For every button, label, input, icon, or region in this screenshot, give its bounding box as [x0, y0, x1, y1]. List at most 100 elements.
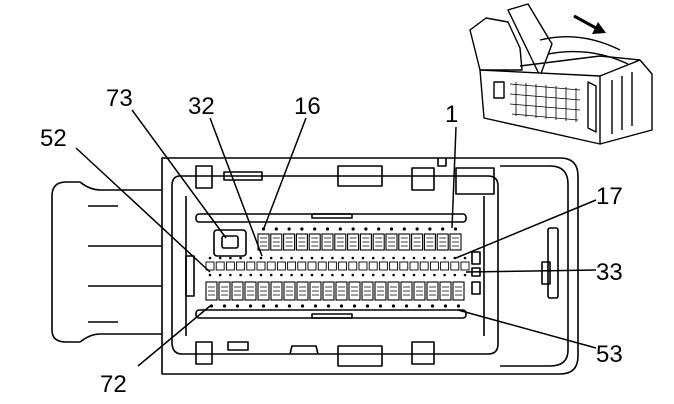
- pin-dot: [310, 273, 314, 277]
- pin-dot: [415, 227, 419, 231]
- pin-dot: [331, 273, 334, 277]
- cavity-lower-detail: [455, 286, 462, 296]
- cavity-lower-detail: [247, 286, 254, 296]
- pin-dot: [365, 304, 370, 308]
- pin-dot: [313, 227, 317, 231]
- pin-dot: [280, 256, 283, 260]
- pin-dot: [352, 304, 357, 308]
- pin-dot: [443, 256, 446, 260]
- cavity-upper-detail: [375, 237, 383, 247]
- cavity-middle: [266, 261, 276, 271]
- pin-dot: [249, 256, 253, 260]
- cavity-upper-detail: [298, 237, 306, 247]
- pin-dot: [274, 227, 278, 231]
- cavity-lower-detail: [403, 286, 410, 296]
- pin-dot: [239, 256, 242, 260]
- pin-dot: [361, 273, 365, 277]
- pin-dot: [249, 273, 253, 277]
- pin-dot: [433, 256, 436, 260]
- cavity-lower-detail: [260, 286, 267, 296]
- cavity-lower-detail: [390, 286, 397, 296]
- cavity-upper-detail: [349, 237, 357, 247]
- pin-label-32: 32: [188, 93, 215, 120]
- cavity-middle: [225, 261, 235, 271]
- pin-dot: [290, 256, 293, 260]
- cavity-upper-detail: [285, 237, 293, 247]
- cavity-lower-detail: [221, 286, 228, 296]
- pin-dot: [300, 256, 304, 260]
- cavity-upper-detail: [324, 237, 331, 247]
- cavity-middle: [358, 261, 368, 271]
- pin-label-73: 73: [106, 85, 133, 112]
- cavity-middle: [440, 261, 450, 271]
- pin-dot: [361, 256, 365, 260]
- cavity-middle: [215, 261, 225, 271]
- cavity-middle: [307, 261, 317, 271]
- pin-dot: [259, 273, 263, 277]
- pin-dot: [422, 273, 426, 277]
- pin-dot: [208, 273, 212, 277]
- pin-dot: [280, 273, 283, 277]
- leader-1: [451, 126, 457, 229]
- pin-dot: [269, 273, 273, 277]
- cavity-lower-detail: [429, 286, 436, 296]
- pin-label-52: 52: [40, 125, 67, 152]
- pin-label-16: 16: [294, 93, 321, 120]
- pin-label-33: 33: [596, 259, 623, 286]
- pin-dot: [248, 304, 253, 308]
- leader-73: [131, 109, 227, 239]
- pin-dot: [269, 256, 273, 260]
- pin-dot: [351, 273, 355, 277]
- pin-dot: [208, 256, 212, 260]
- pin-label-1: 1: [445, 101, 458, 128]
- pin-dot: [229, 273, 232, 277]
- cavity-middle: [297, 261, 307, 271]
- pin-dot: [392, 273, 395, 277]
- pin-dot: [341, 256, 344, 260]
- pin-dot: [287, 304, 292, 308]
- latch-tab: [51, 181, 162, 343]
- cavity-middle: [368, 261, 378, 271]
- cavity-middle: [327, 261, 337, 271]
- cavity-lower-detail: [442, 286, 449, 296]
- cavity-upper-detail: [362, 237, 370, 247]
- cavity-middle: [317, 261, 327, 271]
- connector-3d-inset: [469, 3, 653, 145]
- cavity-middle: [205, 261, 215, 271]
- pin-dot: [209, 304, 214, 308]
- connector-body: [51, 157, 579, 375]
- pin-dot: [412, 256, 416, 260]
- leader-lines: [75, 109, 597, 367]
- pin-dot: [235, 304, 240, 308]
- pin-dot: [463, 256, 467, 260]
- cavity-lower-detail: [273, 286, 280, 296]
- pin-dot: [441, 227, 445, 231]
- pin-dot: [229, 256, 232, 260]
- pin-dot: [320, 273, 324, 277]
- cavity-middle: [246, 261, 256, 271]
- pin-dot: [259, 256, 263, 260]
- cavity-lower-detail: [286, 286, 293, 296]
- pin-dot: [443, 304, 448, 308]
- cavity-upper-detail: [388, 237, 395, 247]
- cavity-middle: [338, 261, 348, 271]
- pin-dot: [443, 273, 446, 277]
- pin-dot: [378, 304, 383, 308]
- pin-dot: [300, 304, 305, 308]
- cavity-upper-detail: [452, 237, 459, 247]
- pin-dot: [274, 304, 279, 308]
- cavity-upper-detail: [272, 237, 280, 247]
- cavity-upper-detail: [400, 237, 408, 247]
- leader-53: [457, 309, 597, 349]
- leader-16: [263, 117, 307, 229]
- pin-dot: [325, 227, 330, 231]
- pin-label-17: 17: [596, 183, 623, 210]
- pin-dot: [331, 256, 334, 260]
- cavity-lower-detail: [312, 286, 319, 296]
- pin-dot: [364, 227, 368, 231]
- cavity-middle: [378, 261, 388, 271]
- cavity-middle: [348, 261, 358, 271]
- cavity-upper-detail: [413, 237, 421, 247]
- cavity-middle: [287, 261, 297, 271]
- cavity-middle: [276, 261, 286, 271]
